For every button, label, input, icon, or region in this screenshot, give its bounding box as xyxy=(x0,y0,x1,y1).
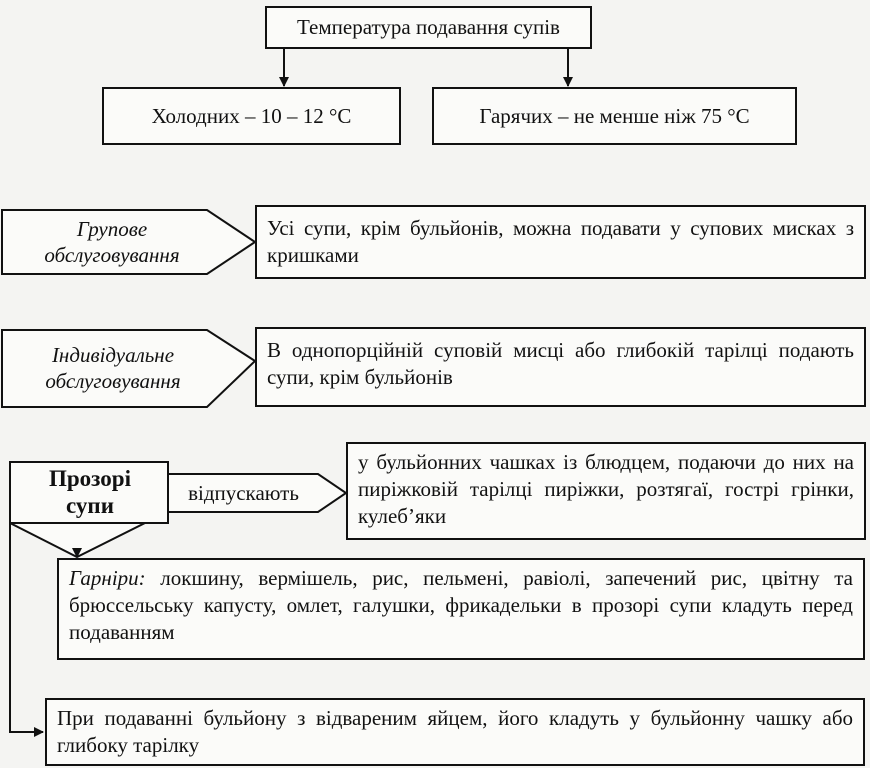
dispatch-verb: відпускають xyxy=(188,481,299,505)
individual-service-label: Індивідуальне обслуговування xyxy=(45,343,181,393)
title-text: Температура подавання супів xyxy=(297,15,560,39)
clear-soups-serve-text: у бульйонних чашках із блюдцем, подаючи … xyxy=(346,442,866,540)
cold-soup-box: Холодних – 10 – 12 °С xyxy=(102,87,401,145)
group-service-label: Групове обслуговування xyxy=(44,217,180,267)
garnish-box: Гарніри: локшину, вермішель, рис, пельме… xyxy=(57,558,865,660)
clear-soups-label: Прозорі супи xyxy=(49,466,131,518)
garnish-text: локшину, вермішель, рис, пельмені, равіо… xyxy=(69,566,853,644)
hot-soup-box: Гарячих – не менше ніж 75 °С xyxy=(432,87,797,145)
dispatch-arrow-shape xyxy=(167,473,348,513)
group-service-text: Усі супи, крім бульйонів, можна подавати… xyxy=(255,205,866,279)
hot-soup-text: Гарячих – не менше ніж 75 °С xyxy=(479,103,750,128)
garnish-label: Гарніри: xyxy=(69,566,146,590)
egg-text: При подаванні бульйону з відвареним яйце… xyxy=(45,698,865,766)
individual-service-shape xyxy=(1,329,257,408)
title-box: Температура подавання супів xyxy=(265,6,592,49)
arrow-to-egg xyxy=(9,523,44,737)
cold-soup-text: Холодних – 10 – 12 °С xyxy=(151,103,352,128)
individual-service-text: В однопорційній суповій мисці або глибок… xyxy=(255,327,866,407)
group-service-shape xyxy=(1,209,257,275)
